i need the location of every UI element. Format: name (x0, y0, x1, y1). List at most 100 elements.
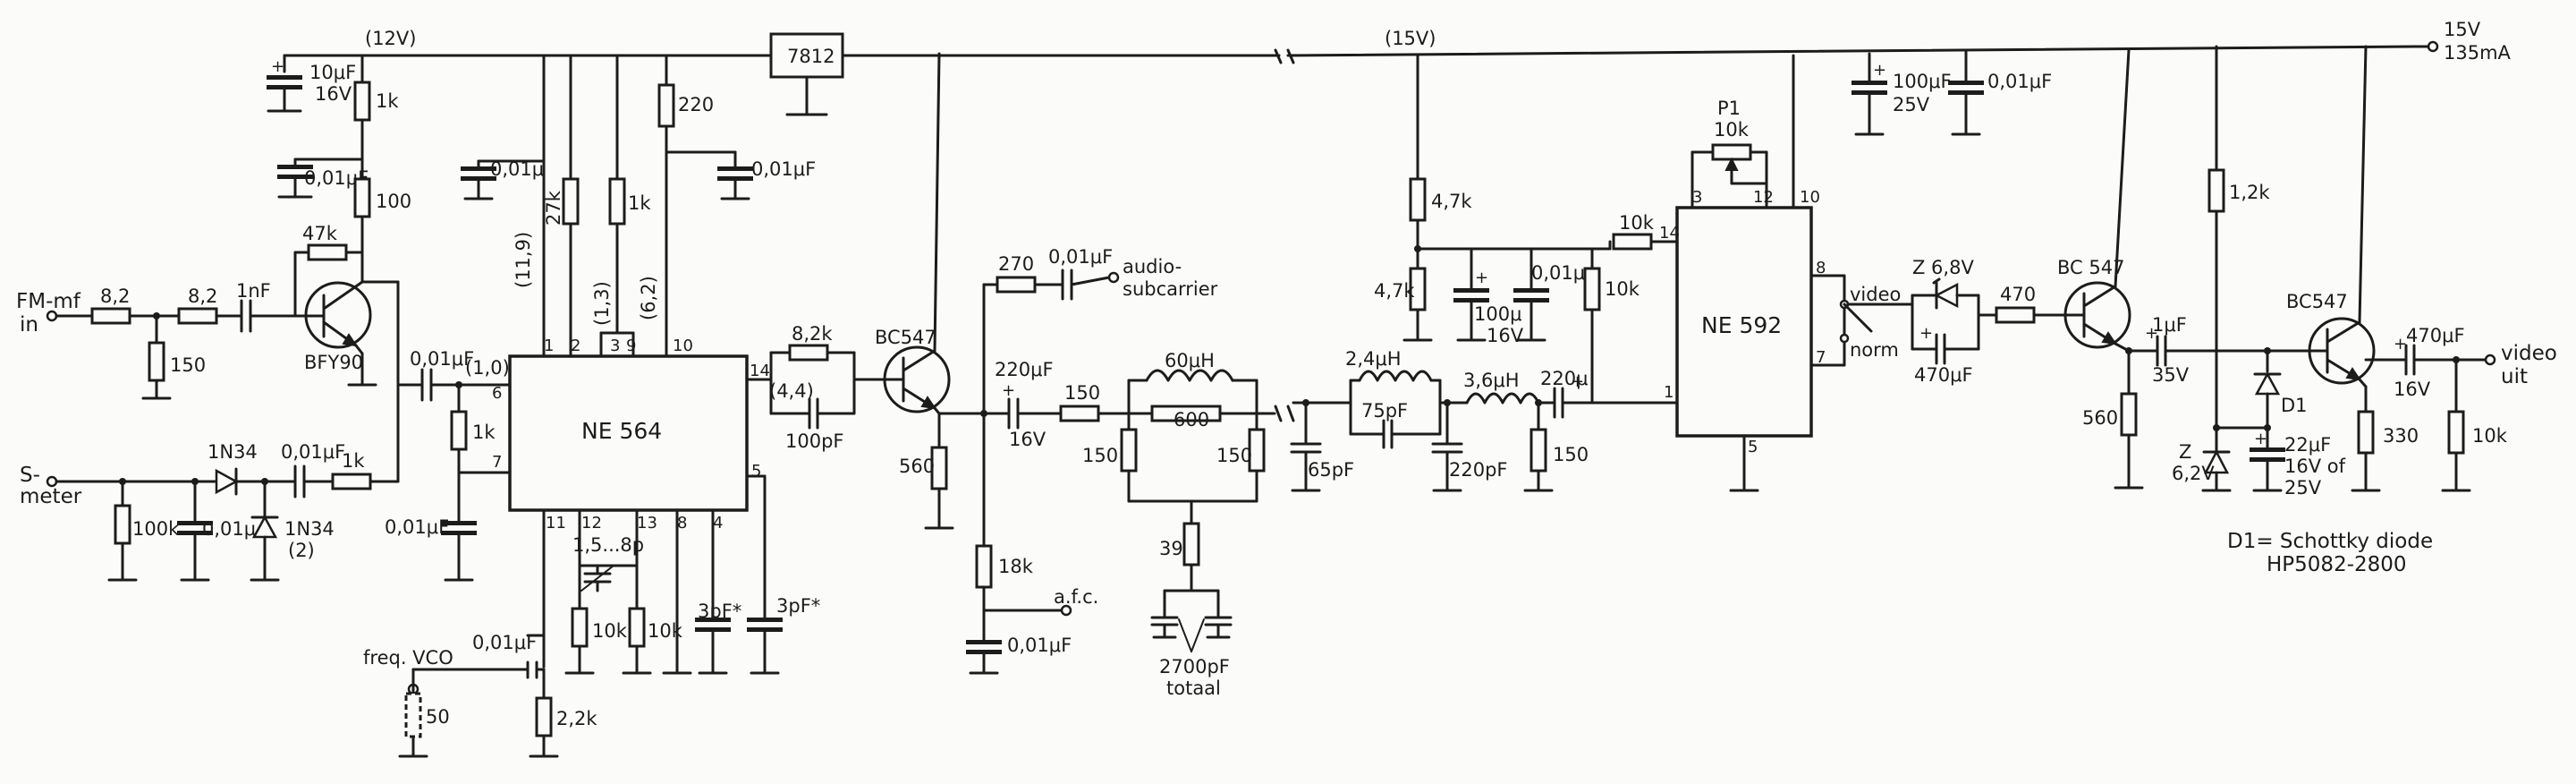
note-line-2: HP5082-2800 (2267, 553, 2407, 576)
r150-c-label: 150 (1082, 445, 1118, 466)
c001-d-label: 0,01μF (281, 441, 345, 463)
r10k-c-label: 10k (1605, 278, 1640, 300)
r1k-c-label: 1k (342, 450, 365, 472)
s-meter-label-2: meter (20, 485, 82, 508)
c001u-e-label: 0,01μ (202, 518, 256, 540)
c001u-k-label: 0,01μ (1531, 262, 1585, 284)
ne564-pin-1: 1 (544, 337, 554, 355)
svg-text:+: + (271, 57, 284, 76)
ne564-pin-9: 9 (626, 337, 636, 355)
c100u-b-voltage: 25V (1893, 94, 1930, 115)
ne592-pin-14: 14 (1659, 224, 1680, 243)
transistor-bc547-2: BC 547 560 (2057, 48, 2159, 490)
ne592-pin-12: 12 (1753, 188, 1774, 207)
r150-b-label: 150 (1064, 382, 1100, 404)
s-meter-network: S- meter 1N34 0,01μF 1k 100k 0,01μ 1N (20, 280, 400, 582)
video-out-label: video (2501, 342, 2557, 365)
l24u-label: 2,4μH (1345, 348, 1402, 370)
ne592-supply-decoupling: + 100μF 25V 0,01μF (1852, 50, 2052, 136)
r1k-b-label: 1k (472, 422, 496, 443)
ne564-pin-8: 8 (677, 514, 687, 533)
d1n34-a-label: 1N34 (208, 441, 258, 463)
s-meter-label: S- (20, 464, 40, 487)
schottky-note: D1= Schottky diode HP5082-2800 (2227, 530, 2433, 576)
ne564-pin-6: 6 (492, 384, 502, 403)
ne564-pin-5: 5 (751, 462, 761, 481)
p1-label: P1 (1717, 98, 1741, 119)
c1n-label: 1nF (236, 280, 271, 302)
c100u-label: 100μ (1474, 303, 1521, 325)
ne564-top-connections: 0,01μ (11,9) 27k 1k (1,3) 220 0,01μF (6,… (461, 54, 816, 358)
c100u-b-label: 100μF (1893, 71, 1952, 92)
c001-g-label: 0,01μF (751, 158, 816, 180)
r330-label: 330 (2383, 425, 2419, 447)
coupling-to-pin6: 0,01μF (1,0) 1k 0,01μF (360, 280, 512, 582)
pin14-voltage: (4,4) (769, 380, 814, 402)
r47k-b-label: 4,7k (1374, 280, 1415, 302)
supply-rail-15v: (15V) 15V 135mA (1286, 19, 2512, 64)
ne564-pin-13: 13 (637, 514, 657, 533)
l60u-label: 60μH (1165, 350, 1215, 371)
fm-in-label: FM-mf (16, 290, 81, 313)
ne564-pin-12: 12 (581, 514, 602, 533)
audio-label: audio- (1123, 256, 1182, 277)
ic-ne564: NE 564 1 2 3 9 10 14 6 7 5 11 12 13 8 4 (492, 337, 770, 533)
z62-value: 6,2V (2172, 463, 2215, 484)
ne564-pin-14: 14 (750, 362, 770, 380)
r470-label: 470 (2000, 284, 2036, 305)
c001-c-label: 0,01μF (385, 516, 449, 538)
clamp-network: + 1μF 35V 1,2k D1 Z 6,2V + 22μF 16V of 2… (2145, 45, 2346, 499)
d1n34-b-label: 1N34 (284, 518, 335, 540)
ne592-pin-3: 3 (1692, 188, 1702, 207)
input-decoupling: + 10μF 16V 1k 0,01μF 100 (267, 54, 411, 284)
c220p-label: 220pF (1449, 459, 1508, 481)
trap-filter-1: 60μH 600 150 150 39 2700pF totaal (1082, 350, 1276, 699)
c22u-label: 22μF (2284, 434, 2331, 456)
trap-filter-2: 65pF 2,4μH 75pF 220pF 3,6μH 220μ + 15 (1290, 348, 1674, 492)
l36u-label: 3,6μH (1463, 370, 1520, 391)
r100-label: 100 (376, 191, 411, 212)
r82k-label: 8,2k (792, 323, 833, 345)
svg-text:+: + (2145, 324, 2158, 343)
p1-value: 10k (1714, 119, 1750, 141)
ne564-pin-3: 3 (610, 337, 620, 355)
afc-label: a.f.c. (1054, 586, 1098, 608)
r150-e-label: 150 (1553, 444, 1589, 465)
r82-b-label: 8,2 (188, 285, 217, 307)
bc547-2-label: BC 547 (2057, 257, 2124, 278)
ne592-pin-7: 7 (1816, 348, 1826, 367)
r220-label: 220 (678, 94, 714, 115)
r27k-label: 27k (543, 190, 564, 226)
r18k-label: 18k (998, 556, 1034, 577)
c220u-label: 220μF (995, 359, 1054, 380)
ne592-pin-8: 8 (1816, 259, 1826, 277)
c001-h-label: 0,01μF (472, 632, 537, 653)
c001u-f-label: 0,01μ (490, 158, 544, 180)
ne564-pin-7: 7 (492, 453, 502, 472)
c22u-voltage-2: 25V (2284, 477, 2322, 499)
video-norm-switch: video norm (1809, 274, 1914, 367)
r560-a-label: 560 (899, 456, 935, 477)
ne592-pin-1: 1 (1664, 383, 1674, 402)
ne592-pin-10: 10 (1800, 188, 1820, 207)
svg-text:+: + (1002, 381, 1015, 400)
zener-coupling: Z 6,8V + 470μF 470 (1911, 257, 2066, 386)
r10k-e-label: 10k (2472, 425, 2508, 447)
r47k-label: 47k (302, 223, 338, 244)
c100p-label: 100pF (785, 430, 844, 452)
pin14-feedback: 8,2k 100pF (4,4) (745, 323, 883, 452)
c1u-voltage: 35V (2152, 364, 2190, 386)
rail-15v-label: (15V) (1385, 28, 1436, 49)
ne564-pin-10: 10 (673, 337, 693, 355)
ne564-label: NE 564 (581, 418, 662, 444)
break-marks (1274, 48, 1295, 422)
c3p-b-label: 3pF* (776, 595, 820, 617)
supply-current: 135mA (2444, 42, 2512, 64)
r150-a-label: 150 (170, 354, 206, 376)
r39-label: 39 (1159, 538, 1183, 559)
c220u-voltage: 16V (1009, 429, 1046, 450)
fm-input: FM-mf in 8,2 8,2 1nF 150 (16, 280, 297, 400)
freq-vco-label: freq. VCO (363, 647, 453, 669)
ne564-pin-2: 2 (571, 337, 580, 355)
c65p-label: 65pF (1308, 459, 1354, 481)
